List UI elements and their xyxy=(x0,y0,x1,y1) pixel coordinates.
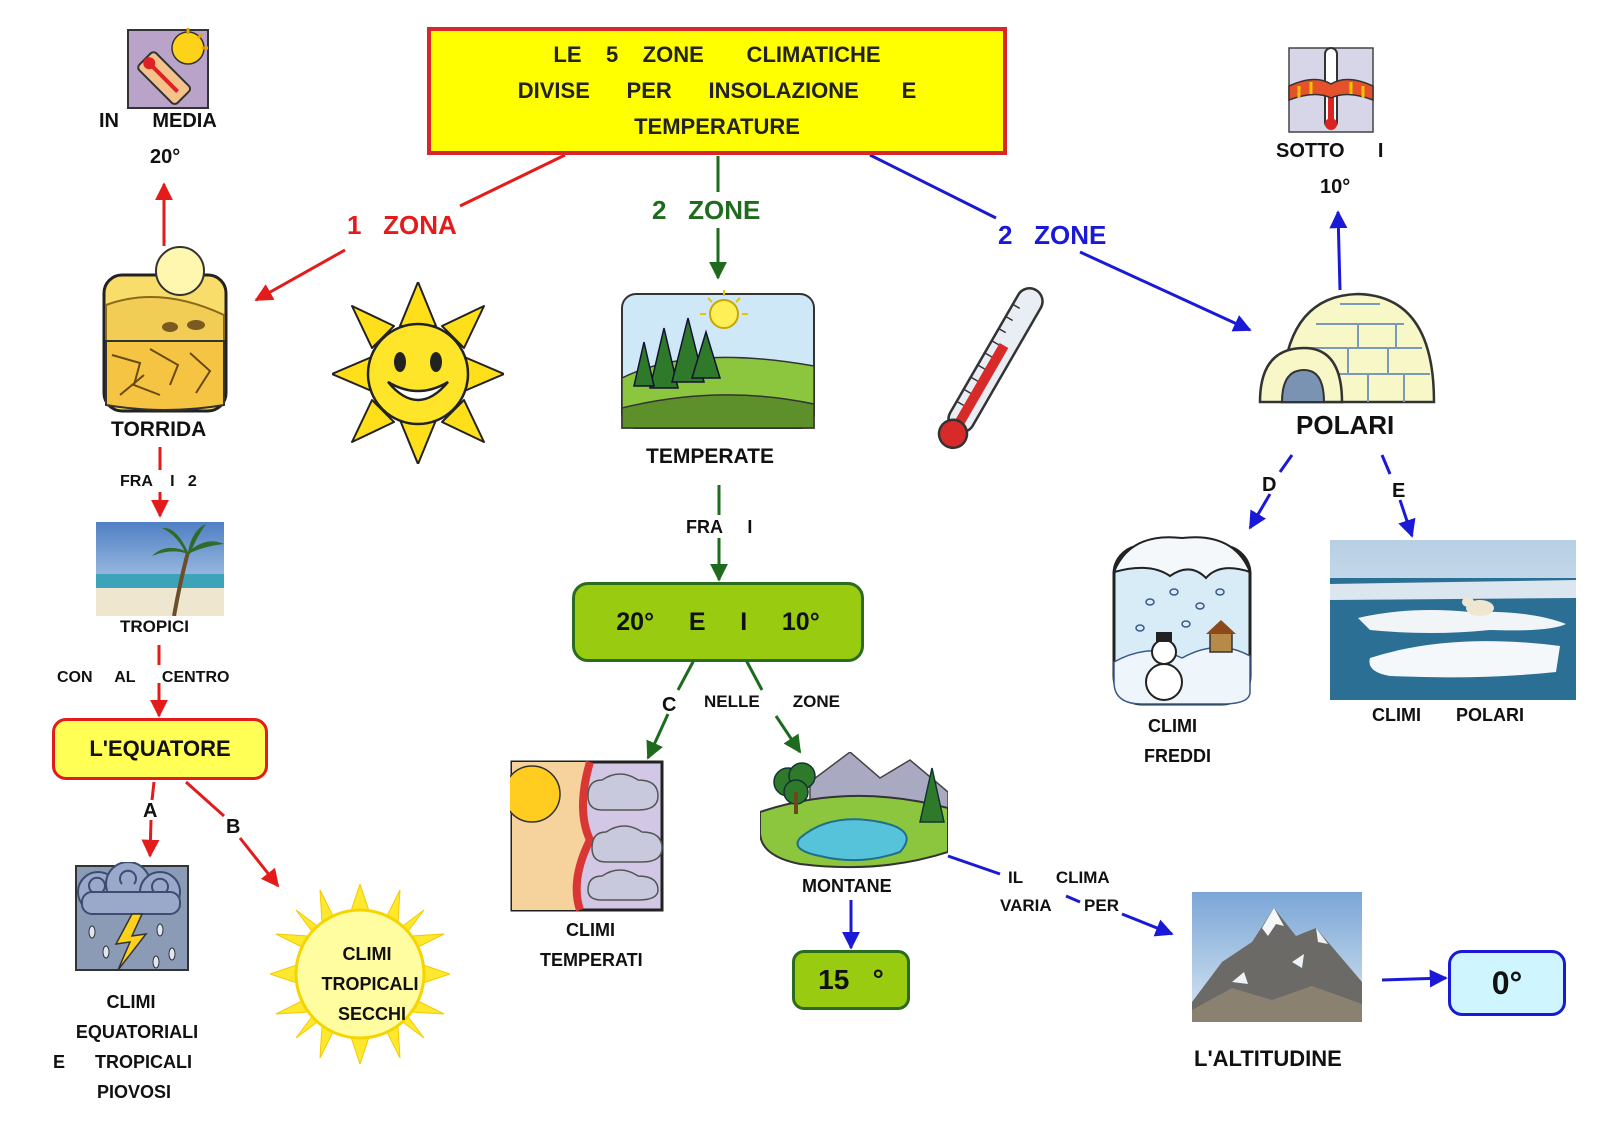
link-polari-d-2 xyxy=(1248,493,1272,530)
climi-freddi-line-1: CLIMI xyxy=(1148,716,1197,736)
link-title-torrida-a xyxy=(459,153,566,208)
climi-temperati-line-1: CLIMI xyxy=(566,920,615,940)
link-montane-alt-3 xyxy=(1121,912,1174,937)
link-montane-alt-1 xyxy=(947,854,1001,876)
climi-trop-line-1: CLIMI xyxy=(342,944,392,964)
link-equatore-b-2 xyxy=(238,837,280,888)
link-equatore-a-2 xyxy=(141,819,160,858)
montane-link-varia: VARIA PER xyxy=(1000,896,1120,915)
link-polari-e-1 xyxy=(1380,454,1392,475)
polari-sotto-line-2: 10° xyxy=(1320,176,1351,198)
link-equatore-b-1 xyxy=(184,780,226,818)
link-title-torrida-b xyxy=(254,248,346,302)
climi-freddi-line-2: FREDDI xyxy=(1144,746,1211,766)
branch-count-polari: 2 ZONE xyxy=(998,220,1107,250)
equatore-link-a: A xyxy=(143,800,158,822)
title-line-1: LE 5 ZONE CLIMATICHE xyxy=(553,42,881,67)
climi-polari-label: CLIMI POLARI xyxy=(1372,705,1524,725)
sun-smiley-icon xyxy=(332,282,504,464)
storm-cloud-icon xyxy=(75,862,189,971)
polari-link-d: D xyxy=(1262,474,1277,496)
snowman-icon xyxy=(1112,536,1252,706)
polari-sotto-line-1: SOTTO I xyxy=(1276,140,1384,162)
thermometer-sun-icon xyxy=(127,28,209,109)
temperate-label: TEMPERATE xyxy=(646,445,774,468)
montane-temp-node: 15 ° xyxy=(792,950,910,1010)
title-box: LE 5 ZONE CLIMATICHE DIVISE PER INSOLAZI… xyxy=(427,27,1007,155)
thermometer-icon xyxy=(937,287,1044,450)
tropici-label: TROPICI xyxy=(120,617,189,636)
climi-eq-line-3: E TROPICALI xyxy=(53,1052,193,1072)
temperate-link-fra: FRA I xyxy=(686,517,753,537)
polari-label: POLARI xyxy=(1296,410,1395,440)
range-link-nelle: NELLE ZONE xyxy=(704,692,841,711)
climi-trop-line-2: TROPICALI xyxy=(321,974,419,994)
temperate-range-node: 20° E I 10° xyxy=(572,582,864,662)
link-montane-alt-2 xyxy=(1065,894,1081,904)
torrida-label: TORRIDA xyxy=(111,418,207,441)
desert-icon xyxy=(102,246,228,413)
igloo-icon xyxy=(1258,292,1436,404)
torrida-avg-line-1: IN MEDIA xyxy=(99,110,217,132)
torrida-avg-line-2: 20° xyxy=(150,146,181,168)
polar-bear-photo xyxy=(1330,540,1576,700)
title-line-2: DIVISE PER INSOLAZIONE E xyxy=(517,78,917,103)
torrida-link-fra: FRA I 2 xyxy=(120,473,197,490)
climi-eq-line-4: PIOVOSI xyxy=(96,1082,172,1102)
range-link-c: C xyxy=(662,694,677,716)
link-range-montane-2 xyxy=(774,715,802,754)
altitudine-label: L'ALTITUDINE xyxy=(1194,1046,1342,1071)
equatore-link-b: B xyxy=(226,816,241,838)
link-range-montane-1 xyxy=(744,659,764,691)
link-alt-zero xyxy=(1381,969,1448,988)
climi-temperati-line-2: TEMPERATI xyxy=(540,950,643,970)
title-line-3: TEMPERATURE xyxy=(634,114,800,139)
link-title-polari-b xyxy=(1079,250,1252,332)
sun-circle-icon xyxy=(270,884,450,1064)
branch-count-torrida: 1 ZONA xyxy=(347,210,457,240)
montane-label: MONTANE xyxy=(802,876,892,896)
altitude-temp-node: 0° xyxy=(1448,950,1566,1016)
polari-link-e: E xyxy=(1392,480,1406,502)
lake-mountain-icon xyxy=(760,752,948,869)
montane-link-il: IL CLIMA xyxy=(1008,868,1110,887)
link-range-c-2 xyxy=(646,713,670,760)
meadow-icon xyxy=(621,290,815,429)
link-polari-d-1 xyxy=(1278,454,1294,473)
link-polari-e-2 xyxy=(1398,499,1416,538)
climi-eq-line-2: EQUATORIALI xyxy=(75,1022,199,1042)
mountain-photo xyxy=(1192,892,1362,1022)
climi-trop-line-3: SECCHI xyxy=(337,1004,407,1024)
link-equatore-a-1 xyxy=(150,781,156,801)
branch-count-temperate: 2 ZONE xyxy=(652,195,761,225)
beach-photo xyxy=(96,522,224,616)
climi-eq-line-1: CLIMI xyxy=(106,992,156,1012)
link-range-c-1 xyxy=(676,659,696,691)
torrida-link-centro: CON AL CENTRO xyxy=(57,669,230,686)
link-polari-sotto xyxy=(1329,210,1348,291)
scarf-thermometer-icon xyxy=(1288,47,1374,133)
link-title-polari-a xyxy=(869,153,997,220)
equatore-node: L'EQUATORE xyxy=(52,718,268,780)
climate-diagram-icon xyxy=(510,760,664,912)
